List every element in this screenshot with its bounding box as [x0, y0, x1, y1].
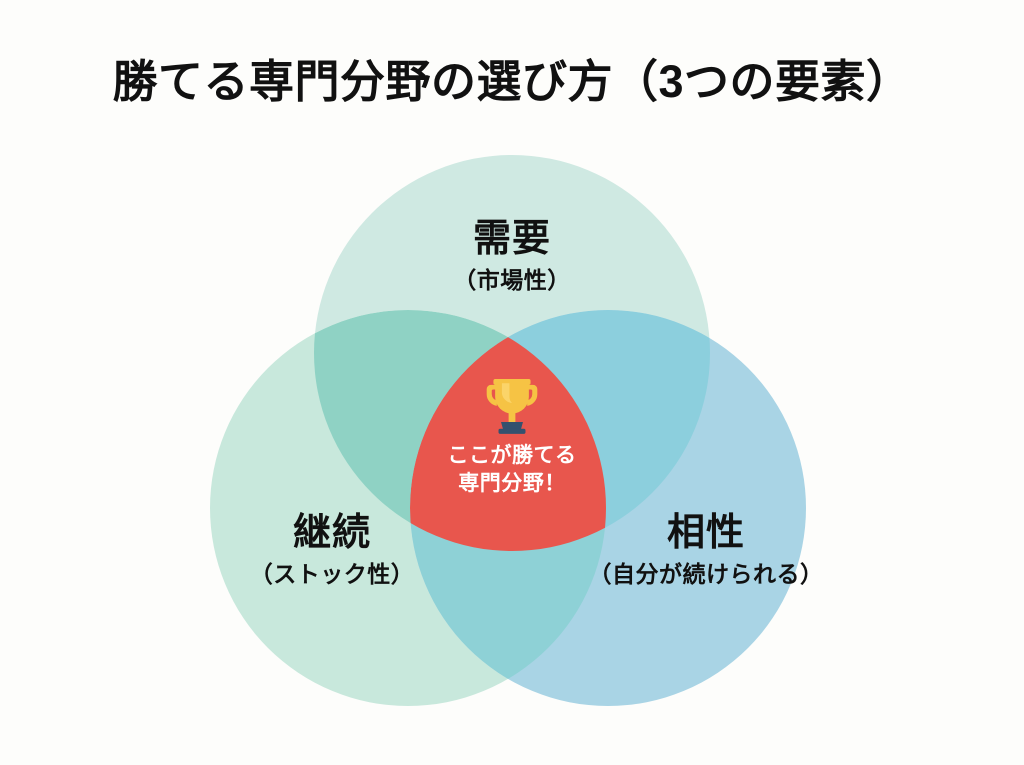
page-title: 勝てる専門分野の選び方（3つの要素） [112, 56, 912, 107]
